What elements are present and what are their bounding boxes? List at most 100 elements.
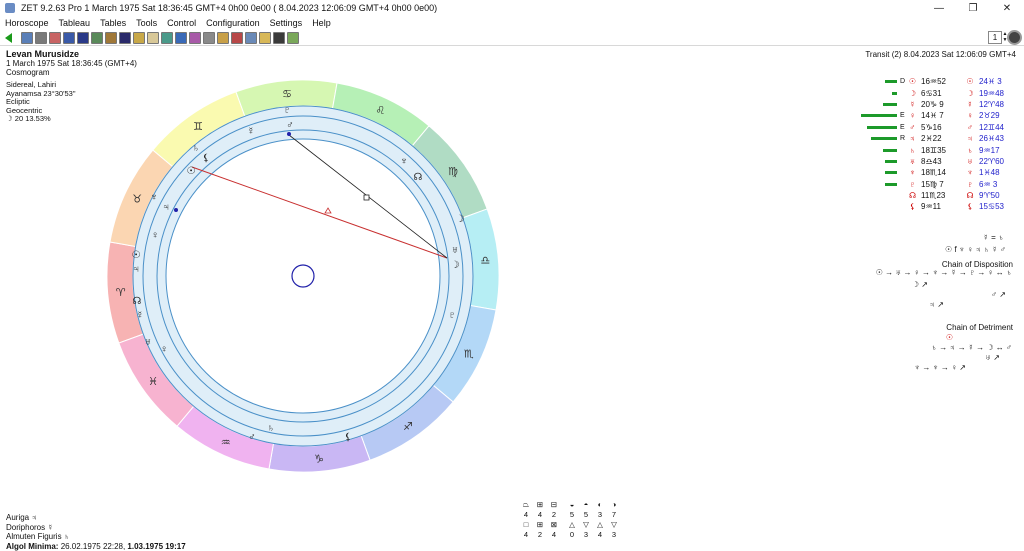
tool-3-button[interactable]	[49, 31, 61, 44]
planet-tag: D	[900, 78, 906, 86]
planet-pos2: 12♈48	[979, 99, 1004, 109]
lilith-glyph[interactable]: ⚸	[202, 153, 209, 164]
tool-16-button[interactable]	[231, 31, 243, 44]
back-arrow-icon[interactable]	[5, 32, 12, 43]
tool-19-button[interactable]	[273, 31, 285, 44]
stats-cell: 2	[537, 530, 543, 539]
chain-disposition-line: ☉ → ♅ → ♀ → ♆ → ☿ → ♇ → ♀ ↔ ♄	[875, 268, 1012, 277]
page-number-field[interactable]: 1	[988, 31, 1002, 44]
neptune-transit-glyph[interactable]: ♆	[150, 192, 158, 203]
tool-18-button[interactable]	[259, 31, 271, 44]
chain-detriment-line2: ♆ → ♆ → ♀ ↗	[914, 363, 966, 372]
strength-bar	[853, 159, 897, 163]
saturn-transit-glyph[interactable]: ♄	[267, 423, 275, 434]
menu-settings[interactable]: Settings	[269, 18, 303, 28]
stats-cell: 2	[551, 510, 557, 519]
menu-configuration[interactable]: Configuration	[206, 18, 260, 28]
mercury-glyph[interactable]: ☿	[247, 126, 255, 137]
mars-transit-glyph[interactable]: ♂	[286, 120, 294, 131]
planet-p1: ♄	[909, 145, 916, 155]
tool-9-button[interactable]	[133, 31, 145, 44]
tool-5-button[interactable]	[77, 31, 89, 44]
stats-cell: ▽	[583, 520, 589, 529]
planet-p1: ⚸	[909, 202, 916, 212]
window-title: ZET 9.2.63 Pro 1 March 1975 Sat 18:36:45…	[21, 3, 438, 13]
menu-tools[interactable]: Tools	[136, 18, 158, 28]
stats-cell: ◒	[569, 500, 575, 509]
moon-transit-glyph[interactable]: ☽	[456, 214, 465, 225]
planet-tag: E	[900, 112, 905, 120]
venus-transit-glyph[interactable]: ♀	[160, 344, 168, 355]
planet-pos1: 15♍ 7	[921, 179, 944, 189]
pluto-glyph[interactable]: ♇	[283, 105, 291, 116]
planet-row: D☉16♒52☉24♓ 3	[853, 76, 1018, 87]
stats-cell: ⏢	[523, 500, 529, 509]
minimize-button[interactable]: —	[934, 2, 944, 14]
zodiac-glyph-11: ♓	[148, 376, 158, 388]
moon-glyph[interactable]: ☽	[451, 260, 460, 271]
saturn-glyph[interactable]: ♄	[192, 143, 200, 154]
planet-row: ♆18♏14♆1♓48	[853, 167, 1018, 178]
strength-bar	[853, 205, 897, 208]
planet-p2: ♂	[967, 122, 973, 132]
strength-bar	[853, 102, 897, 106]
tool-4-button[interactable]	[63, 31, 75, 44]
jupiter-transit-glyph[interactable]: ♃	[132, 264, 140, 275]
auriga: Auriga ♃	[6, 513, 38, 522]
mars-glyph[interactable]: ♂	[248, 432, 256, 443]
tool-14-button[interactable]	[203, 31, 215, 44]
tool-2-button[interactable]	[35, 31, 47, 44]
zodiac-glyph-6: ♎	[480, 255, 490, 267]
pluto-transit-glyph[interactable]: ♇	[448, 310, 456, 321]
close-button[interactable]: ✕	[1002, 2, 1012, 14]
tool-8-button[interactable]	[119, 31, 131, 44]
tool-13-button[interactable]	[189, 31, 201, 44]
uranus-glyph[interactable]: ♅	[451, 245, 459, 256]
tool-6-button[interactable]	[91, 31, 103, 44]
maximize-button[interactable]: ❐	[968, 2, 978, 14]
menu-tables[interactable]: Tables	[100, 18, 127, 28]
node-transit-glyph[interactable]: ☊	[133, 296, 142, 307]
tool-11-button[interactable]	[161, 31, 173, 44]
planet-pos1: 14♓ 7	[921, 111, 944, 121]
tool-15-button[interactable]	[217, 31, 229, 44]
tool-17-button[interactable]	[245, 31, 257, 44]
tool-12-button[interactable]	[175, 31, 187, 44]
zodiac-glyph-5: ♍	[448, 166, 458, 178]
almuten-figuris: Almuten Figuris ♄	[6, 532, 70, 541]
planet-pos2: 22♈60	[979, 156, 1004, 166]
stats-cell: 3	[597, 510, 603, 519]
uranus-transit-glyph[interactable]: ♅	[144, 337, 152, 348]
zodiac-glyph-3: ♋	[282, 89, 292, 101]
node-glyph[interactable]: ☊	[414, 172, 423, 183]
planet-pos2: 19♒48	[979, 88, 1004, 98]
zodiac-glyph-0: ♈	[116, 287, 126, 299]
planet-pos2: 26♓43	[979, 134, 1004, 144]
sun-glyph[interactable]: ☉	[187, 166, 196, 177]
neptune-glyph[interactable]: ♆	[400, 156, 408, 167]
mercury-transit-glyph[interactable]: ☿	[136, 310, 144, 321]
planet-pos1: 16♒52	[921, 77, 946, 87]
menu-horoscope[interactable]: Horoscope	[5, 18, 49, 28]
planet-p2: ♇	[967, 179, 973, 189]
lilith-transit-glyph[interactable]: ⚸	[344, 432, 351, 443]
tool-20-button[interactable]	[287, 31, 299, 44]
chain-disposition-mars: ♂ ↗	[991, 290, 1006, 299]
menu-help[interactable]: Help	[312, 18, 331, 28]
tool-1-button[interactable]	[21, 31, 33, 44]
stats-cell: □	[523, 520, 529, 529]
page-spinner[interactable]: ▲▼	[1002, 31, 1008, 43]
planet-p1: ♀	[909, 111, 916, 121]
jupiter-glyph[interactable]: ♃	[162, 202, 170, 213]
sun-transit-glyph[interactable]: ☉	[132, 250, 141, 261]
settings-gear-icon[interactable]	[1007, 30, 1022, 45]
menu-tableau[interactable]: Tableau	[58, 18, 91, 28]
tool-10-button[interactable]	[147, 31, 159, 44]
chain-equal: ☿ = ♄	[982, 233, 1004, 242]
menu-control[interactable]: Control	[167, 18, 197, 28]
venus-glyph[interactable]: ♀	[151, 230, 159, 241]
planet-row: R♃2♓22♃26♓43	[853, 133, 1018, 144]
stats-cell: 4	[551, 530, 557, 539]
tool-7-button[interactable]	[105, 31, 117, 44]
